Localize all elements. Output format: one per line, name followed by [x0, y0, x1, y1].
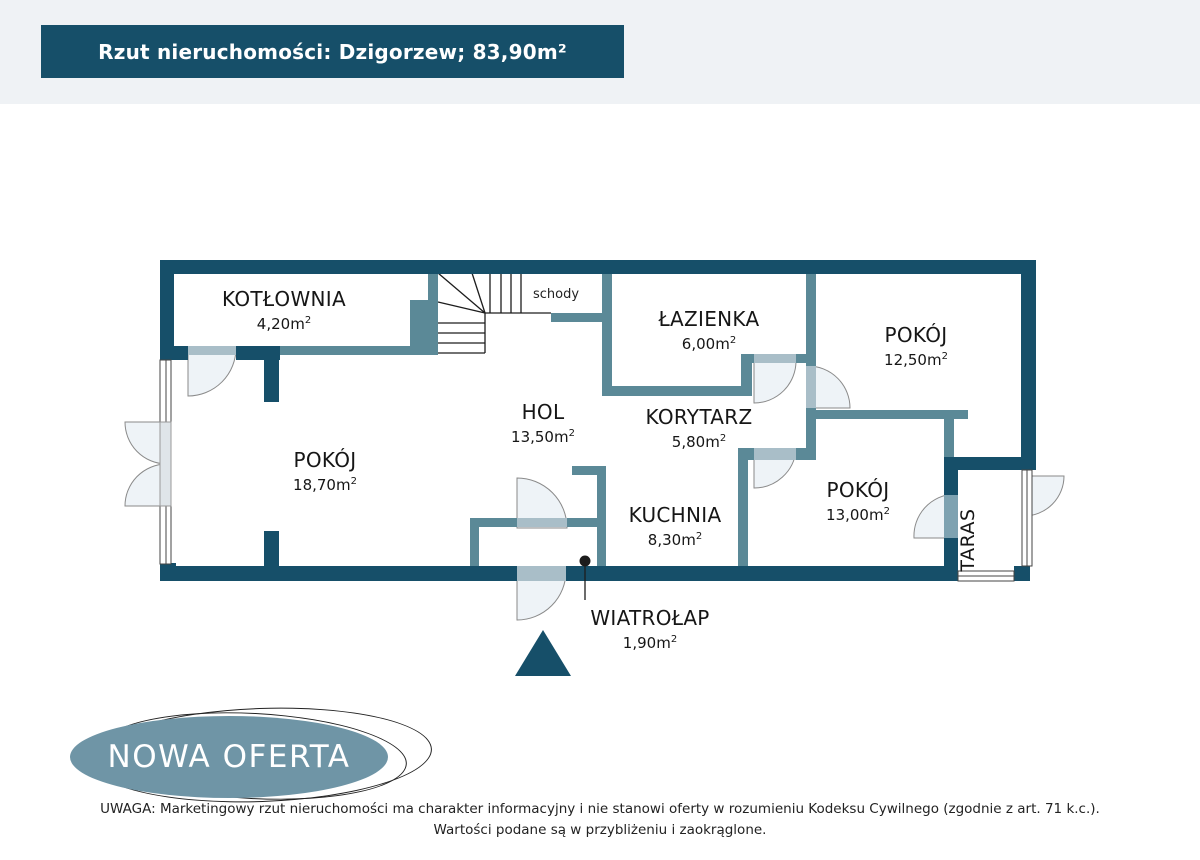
room-name: KOTŁOWNIA: [222, 287, 346, 311]
room-area: 4,20m2: [256, 315, 312, 333]
room-area: 18,70m2: [293, 476, 357, 494]
header-band: Rzut nieruchomości: Dzigorzew; 83,90m²: [0, 0, 1200, 104]
room-area: 13,50m2: [511, 428, 575, 446]
room-name: POKÓJ: [293, 448, 357, 472]
room-name: WIATROŁAP: [590, 606, 710, 630]
stairs-label: schody: [533, 287, 580, 302]
door-swings: [124, 347, 1065, 621]
room-kotlownia: KOTŁOWNIA 4,20m2: [222, 287, 346, 334]
page-title: Rzut nieruchomości: Dzigorzew; 83,90m²: [41, 25, 624, 78]
room-pokoj-13-00: POKÓJ 13,00m2: [826, 478, 890, 525]
disclaimer-line-2: Wartości podane są w przybliżeniu i zaok…: [433, 822, 767, 838]
room-name: ŁAZIENKA: [658, 307, 760, 331]
room-area: 13,00m2: [826, 506, 890, 524]
room-area: 5,80m2: [671, 433, 727, 451]
room-name: POKÓJ: [826, 478, 890, 502]
room-name: POKÓJ: [884, 323, 948, 347]
room-name: KUCHNIA: [628, 503, 722, 527]
new-offer-badge: NOWA OFERTA: [70, 716, 388, 798]
room-korytarz: KORYTARZ 5,80m2: [646, 405, 753, 452]
disclaimer: UWAGA: Marketingowy rzut nieruchomości m…: [0, 799, 1200, 841]
room-pokoj-12-50: POKÓJ 12,50m2: [884, 323, 948, 370]
room-name: HOL: [521, 400, 565, 424]
inner-walls: [188, 273, 968, 571]
room-area: 1,90m2: [622, 634, 678, 652]
room-hol: HOL 13,50m2: [511, 400, 575, 447]
room-area: 12,50m2: [884, 351, 948, 369]
outer-walls: [160, 260, 1036, 581]
room-area: 6,00m2: [681, 335, 737, 353]
room-lazienka: ŁAZIENKA 6,00m2: [659, 307, 760, 354]
disclaimer-line-1: UWAGA: Marketingowy rzut nieruchomości m…: [100, 801, 1100, 817]
terrace-label: TARAS: [957, 508, 979, 572]
wiatrolap-pointer: [579, 555, 591, 600]
room-area: 8,30m2: [647, 531, 703, 549]
stairs: [437, 272, 551, 354]
room-wiatrolap: WIATROŁAP 1,90m2: [590, 606, 709, 653]
entrance-triangle-icon: [515, 630, 571, 676]
room-kuchnia: KUCHNIA 8,30m2: [629, 503, 722, 550]
windows: [159, 359, 1033, 582]
room-name: KORYTARZ: [645, 405, 753, 429]
room-pokoj-18-70: POKÓJ 18,70m2: [293, 448, 357, 495]
